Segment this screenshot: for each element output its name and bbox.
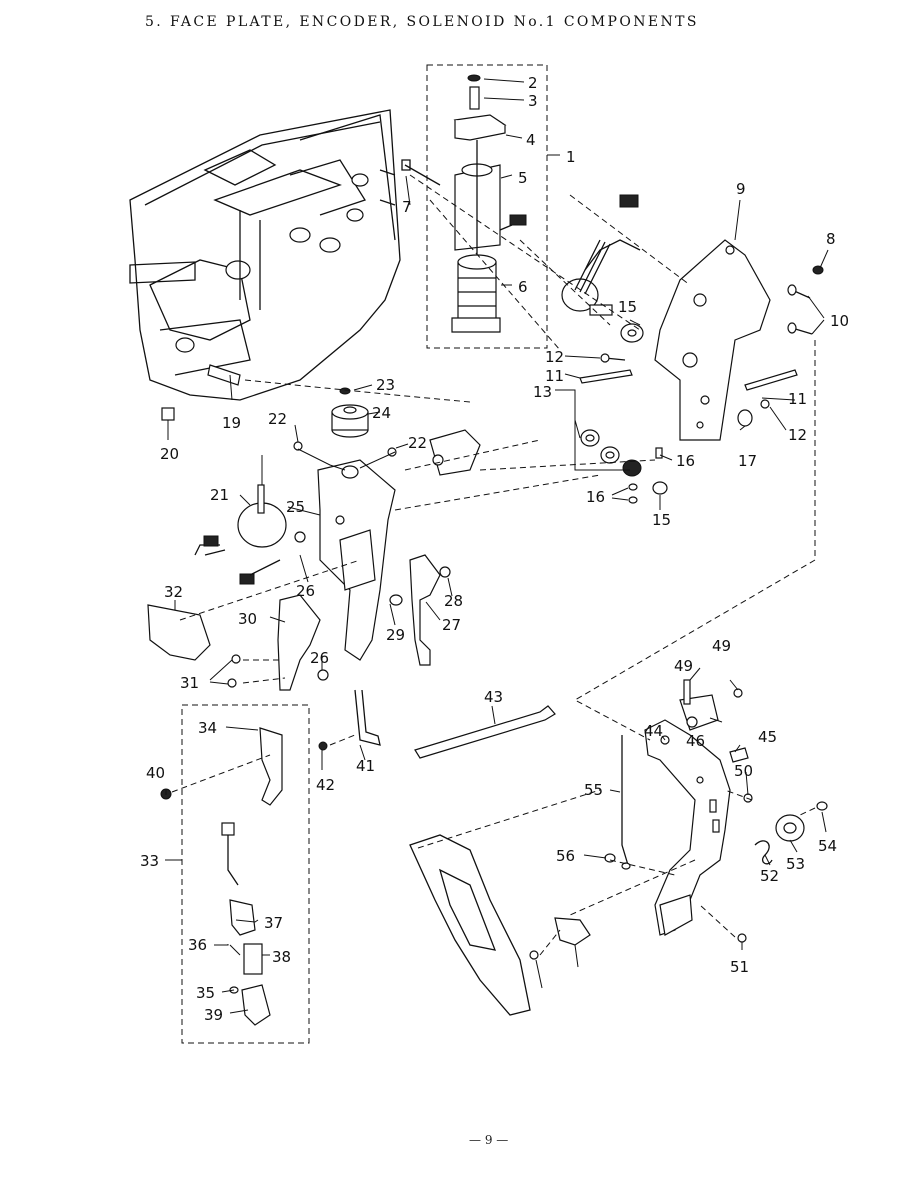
screws-8-10-12 (600, 265, 824, 409)
callout-14: 15 (618, 298, 637, 316)
callout-28: 28 (444, 592, 463, 610)
callout-11-left: 11 (545, 367, 564, 385)
screw-26-bottom (317, 669, 329, 681)
encoder-bracket-drawing (561, 194, 771, 441)
face-cover-inner (438, 868, 497, 951)
callout-16: 16 (586, 488, 605, 506)
screw-42 (318, 741, 328, 751)
callout-27: 27 (442, 616, 461, 634)
callout-5: 5 (518, 169, 528, 187)
callout-3: 3 (528, 92, 538, 110)
callout-6: 6 (518, 278, 528, 296)
callout-24: 24 (372, 404, 391, 422)
callout-2: 2 (528, 74, 538, 92)
screw-31-top (231, 654, 241, 664)
callout-13: 13 (533, 383, 552, 401)
callout-52: 54 (818, 837, 837, 855)
callout-42: 42 (316, 776, 335, 794)
screw-7-drawing (401, 159, 441, 186)
callout-31: 31 (180, 674, 199, 692)
callout-labels: 2 3 4 1 5 6 7 9 8 10 15 12 11 13 11 12 1… (140, 74, 849, 1024)
rod-11-right (744, 369, 798, 391)
callout-22-left: 22 (268, 410, 287, 428)
machine-frame-drawing (129, 109, 401, 401)
callout-43: 43 (484, 688, 503, 706)
callout-11-right: 11 (788, 390, 807, 408)
link-27-drawing (409, 554, 441, 666)
page-title: 5. FACE PLATE, ENCODER, SOLENOID No.1 CO… (145, 14, 699, 30)
page-number: — 9 — (469, 1133, 509, 1147)
callout-23: 23 (376, 376, 395, 394)
callout-29: 29 (386, 626, 405, 644)
callout-21: 21 (210, 486, 229, 504)
callout-36: 36 (188, 936, 207, 954)
callout-18: 17 (738, 452, 757, 470)
callout-12-left: 12 (545, 348, 564, 366)
motor-21-drawing (194, 484, 287, 585)
screw-22-left (293, 441, 303, 451)
callout-26-top: 26 (296, 582, 315, 600)
callout-45: 45 (758, 728, 777, 746)
screw-31-bottom (227, 678, 237, 688)
screw-19-drawing (207, 364, 241, 386)
callout-53: 55 (584, 781, 603, 799)
callout-15: 15 (652, 511, 671, 529)
rod-11-left (579, 369, 633, 384)
assembly-guide-lines (171, 174, 816, 956)
bracket-25-drawing (317, 429, 481, 661)
callout-33: 33 (140, 852, 159, 870)
lever-30-drawing (277, 594, 321, 691)
callout-35: 35 (196, 984, 215, 1002)
callout-30: 30 (238, 610, 257, 628)
callout-38: 38 (272, 948, 291, 966)
callout-19: 19 (222, 414, 241, 432)
callout-9: 9 (736, 180, 746, 198)
callout-8: 8 (826, 230, 836, 248)
callout-12-right: 12 (788, 426, 807, 444)
solenoid-assembly-box (426, 64, 548, 349)
callout-50: 52 (760, 867, 779, 885)
callout-20: 20 (160, 445, 179, 463)
callout-22-right: 22 (408, 434, 427, 452)
callout-1: 1 (566, 148, 576, 166)
callout-32: 32 (164, 583, 183, 601)
solenoid-parts (451, 74, 527, 333)
pulley-24-drawing (331, 387, 369, 438)
callout-49-bottom: 51 (730, 958, 749, 976)
callout-44: 44 (644, 722, 663, 740)
washer-28 (439, 566, 451, 578)
callout-4: 4 (526, 131, 536, 149)
washers-13 (580, 429, 668, 504)
washer-29 (389, 594, 403, 606)
callout-7: 7 (402, 198, 412, 216)
screw-26-top (294, 531, 306, 543)
sensor-assembly-box (181, 704, 310, 1044)
callout-47: 49 (674, 657, 693, 675)
callout-48: 49 (712, 637, 731, 655)
callout-39: 39 (204, 1006, 223, 1024)
sensor-parts (221, 727, 283, 1026)
callout-46: 46 (686, 732, 705, 750)
guide-43-drawing (414, 705, 556, 759)
callout-34: 34 (198, 719, 217, 737)
cover-32-drawing (147, 604, 211, 661)
set-screw-20 (161, 407, 175, 421)
callout-10: 10 (830, 312, 849, 330)
callout-54: 56 (556, 847, 575, 865)
callout-17: 16 (676, 452, 695, 470)
face-cover-drawing (409, 834, 531, 1016)
callout-25: 25 (286, 498, 305, 516)
callout-26-bottom: 26 (310, 649, 329, 667)
callout-41: 41 (356, 757, 375, 775)
callout-49-top: 50 (734, 762, 753, 780)
callout-51: 53 (786, 855, 805, 873)
callout-40: 40 (146, 764, 165, 782)
callout-37: 37 (264, 914, 283, 932)
bracket-41-drawing (354, 689, 381, 746)
callout-leaders (165, 78, 829, 1014)
lower-bracket-drawing (529, 679, 828, 960)
